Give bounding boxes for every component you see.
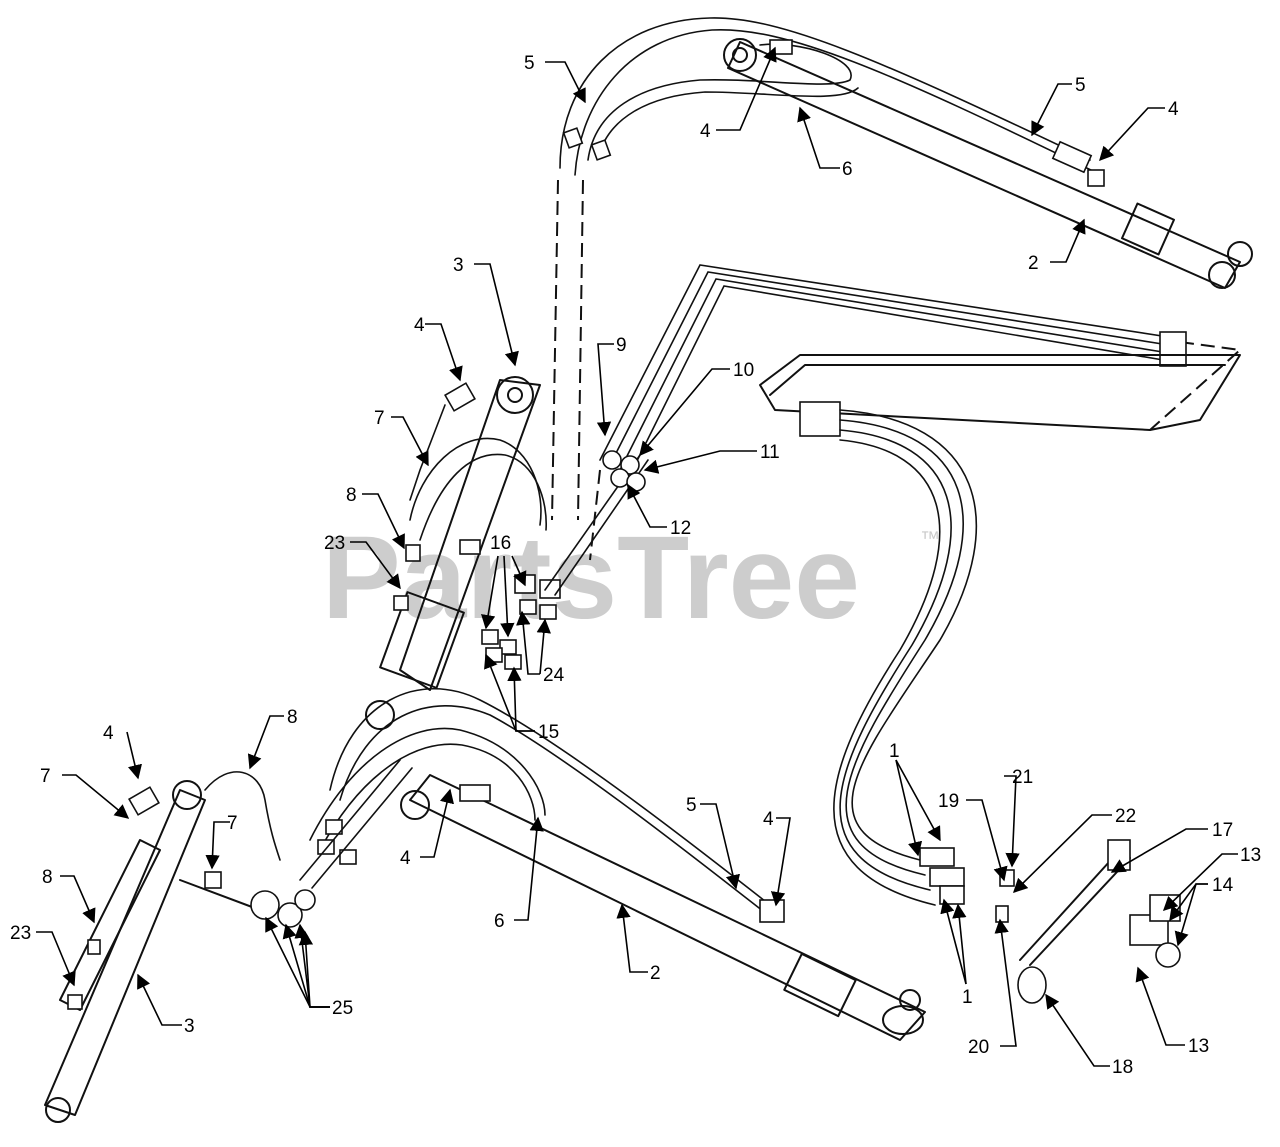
callout-label: 6 bbox=[494, 911, 505, 932]
right-valve-parts bbox=[995, 839, 1181, 1004]
callout-label: 7 bbox=[40, 766, 51, 787]
middle-cylinder-assembly bbox=[379, 376, 547, 691]
callout-label: 21 bbox=[1012, 767, 1033, 788]
callout-label: 23 bbox=[10, 923, 31, 944]
callout-label: 9 bbox=[616, 335, 627, 356]
callout-label: 4 bbox=[414, 315, 425, 336]
callout-label: 5 bbox=[1075, 75, 1086, 96]
callout-label: 11 bbox=[760, 442, 780, 463]
callout-label: 3 bbox=[453, 255, 464, 276]
left-cylinder-assembly bbox=[44, 771, 281, 1123]
callout-label: 2 bbox=[1028, 253, 1039, 274]
callout-label: 2 bbox=[650, 963, 661, 984]
callout-label: 8 bbox=[287, 707, 298, 728]
callout-label: 13 bbox=[1188, 1036, 1209, 1057]
callout-label: 22 bbox=[1115, 806, 1136, 827]
callout-label: 6 bbox=[842, 159, 853, 180]
callout-label: 1 bbox=[889, 741, 900, 762]
callout-label: 16 bbox=[490, 533, 511, 554]
top-cylinder-assembly bbox=[559, 17, 1253, 289]
callout-label: 4 bbox=[700, 121, 711, 142]
callout-label: 14 bbox=[1212, 875, 1234, 896]
callout-label: 23 bbox=[324, 533, 345, 554]
callout-label: 7 bbox=[374, 408, 385, 429]
callout-labels: 5 4 6 5 4 2 3 4 7 9 10 11 12 8 23 16 24 … bbox=[10, 53, 1261, 1078]
callout-label: 25 bbox=[332, 998, 353, 1019]
callout-label: 18 bbox=[1112, 1057, 1133, 1078]
callout-label: 3 bbox=[184, 1016, 195, 1037]
callout-label: 7 bbox=[227, 813, 238, 834]
callout-label: 24 bbox=[543, 665, 565, 686]
watermark: PartsTree bbox=[322, 512, 860, 644]
hose-bundle-upper bbox=[599, 264, 1187, 476]
callout-label: 10 bbox=[733, 360, 754, 381]
hose-bundle-long bbox=[833, 409, 978, 906]
dashed-connection bbox=[577, 179, 584, 521]
trademark-symbol: ™ bbox=[920, 528, 940, 550]
callout-label: 13 bbox=[1240, 845, 1261, 866]
callout-label: 8 bbox=[42, 867, 53, 888]
callout-leaders bbox=[36, 46, 1238, 1067]
callout-label: 5 bbox=[686, 795, 697, 816]
callout-label: 20 bbox=[968, 1037, 989, 1058]
callout-label: 4 bbox=[763, 809, 774, 830]
lower-cylinder-assembly bbox=[309, 687, 926, 1041]
callout-label: 4 bbox=[103, 723, 114, 744]
tee-fittings bbox=[250, 759, 413, 928]
callout-label: 12 bbox=[670, 518, 691, 539]
callout-label: 1 bbox=[962, 987, 973, 1008]
valve-frame bbox=[759, 354, 1241, 437]
callout-label: 19 bbox=[938, 791, 959, 812]
dashed-connection bbox=[551, 179, 559, 521]
dashed-connection bbox=[589, 469, 601, 561]
callout-label: 4 bbox=[1168, 99, 1179, 120]
callout-label: 4 bbox=[400, 848, 411, 869]
callout-label: 5 bbox=[524, 53, 535, 74]
callout-label: 17 bbox=[1212, 820, 1233, 841]
callout-label: 8 bbox=[346, 485, 357, 506]
callout-label: 15 bbox=[538, 722, 559, 743]
